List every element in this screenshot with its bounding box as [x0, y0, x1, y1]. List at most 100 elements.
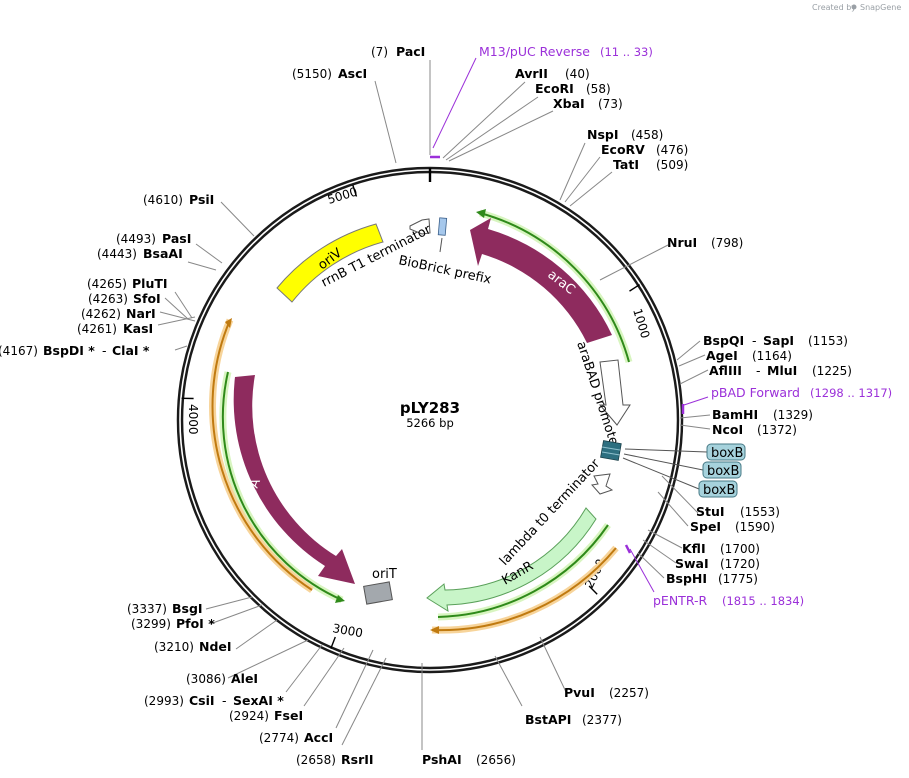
svg-text:BsaAI: BsaAI: [143, 246, 183, 261]
primer-m13-pucreverse: M13/pUC Reverse (11 .. 33): [479, 44, 653, 59]
site-nspi: NspI (458): [587, 127, 663, 142]
svg-text:KasI: KasI: [123, 321, 153, 336]
svg-text:(4263): (4263): [88, 292, 128, 306]
svg-text:(1225): (1225): [812, 364, 852, 378]
orit-feature: [363, 581, 393, 605]
svg-text:SfoI: SfoI: [133, 291, 161, 306]
site-bspdi-clai: (4167) BspDI * - ClaI *: [0, 343, 150, 358]
pentr-primer-leader: [629, 548, 655, 593]
svg-text:BsgI: BsgI: [172, 601, 203, 616]
boxb-leader-1: [624, 448, 708, 453]
svg-text:MluI: MluI: [767, 363, 797, 378]
plasmid-size: 5266 bp: [406, 416, 454, 430]
arac-orf-arrow-icon: [476, 209, 486, 218]
svg-text:(2658): (2658): [296, 753, 336, 767]
svg-text:(1164): (1164): [752, 349, 792, 363]
boxb-box-3: [698, 480, 738, 498]
site-bstapi: BstAPI (2377): [525, 712, 622, 727]
m13-primer-leader: [432, 57, 477, 149]
svg-text:AflIII: AflIII: [709, 363, 742, 378]
arac-orf-arc: [479, 212, 630, 363]
svg-text:NcoI: NcoI: [712, 422, 743, 437]
svg-text:(5150): (5150): [292, 67, 332, 81]
svg-text:NspI: NspI: [587, 127, 619, 142]
site-kfli: KflI (1700): [682, 541, 760, 556]
svg-text:M13/pUC Reverse: M13/pUC Reverse: [479, 44, 590, 59]
svg-text:TatI: TatI: [613, 157, 639, 172]
svg-text:(1775): (1775): [718, 572, 758, 586]
svg-text:NdeI: NdeI: [199, 639, 232, 654]
svg-text:4000: 4000: [186, 404, 200, 435]
svg-text:BspQI: BspQI: [703, 333, 744, 348]
site-xbai: XbaI (73): [553, 96, 623, 111]
credit-brand: SnapGene: [860, 3, 901, 12]
svg-text:(58): (58): [586, 82, 611, 96]
site-bamhi: BamHI (1329): [712, 407, 813, 422]
svg-text:(1553): (1553): [740, 505, 780, 519]
boxb-label-3: boxB: [703, 483, 735, 498]
svg-text:FseI: FseI: [274, 708, 303, 723]
svg-text:(4493): (4493): [116, 232, 156, 246]
orange-orf-arrow-icon-2: [225, 318, 232, 328]
svg-text:EcoRV: EcoRV: [601, 142, 645, 157]
boxb-leader-2: [623, 453, 704, 471]
svg-text:CsiI: CsiI: [189, 693, 215, 708]
svg-text:BamHI: BamHI: [712, 407, 758, 422]
svg-text:(1700): (1700): [720, 542, 760, 556]
site-csii-sexai: (2993) CsiI - SexAI *: [144, 693, 284, 708]
svg-text:PluTI: PluTI: [132, 276, 168, 291]
svg-text:(2993): (2993): [144, 694, 184, 708]
svg-text:AccI: AccI: [304, 730, 333, 745]
svg-text:PacI: PacI: [396, 44, 425, 59]
site-kasi: (4261) KasI: [77, 321, 153, 336]
svg-text:RsrII: RsrII: [341, 752, 374, 767]
svg-text:(1590): (1590): [735, 520, 775, 534]
site-nari: (4262) NarI: [81, 306, 156, 321]
arabad-promoter-feature: [598, 359, 631, 426]
site-pasi: (4493) PasI: [116, 231, 191, 246]
site-acci: (2774) AccI: [259, 730, 333, 745]
snapgene-logo-icon: [851, 4, 857, 10]
svg-text:(1298 .. 1317): (1298 .. 1317): [810, 386, 892, 400]
site-asci: (5150) AscI: [292, 66, 367, 81]
svg-text:ClaI *: ClaI *: [112, 343, 150, 358]
svg-text:(2257): (2257): [609, 686, 649, 700]
svg-text:(4167): (4167): [0, 344, 38, 358]
orange-orf-arrow-icon-1: [430, 626, 439, 634]
boxb-box-2: [702, 461, 742, 479]
trfa-orf-arrow-icon: [335, 595, 345, 603]
site-leaders: [157, 60, 711, 750]
svg-text:(4265): (4265): [87, 277, 127, 291]
lambda-t0-terminator-feature: [591, 473, 614, 495]
site-bsphi: BspHI (1775): [666, 571, 758, 586]
orit-label: oriT: [372, 567, 397, 582]
svg-text:NruI: NruI: [667, 235, 697, 250]
site-bsgi: (3337) BsgI: [127, 601, 203, 616]
pentr-primer-marker: [624, 544, 632, 554]
svg-text:SwaI: SwaI: [675, 556, 709, 571]
trfa-orf-arc: [221, 371, 343, 601]
svg-text:NarI: NarI: [126, 306, 156, 321]
orange-orf-arc-2: [211, 319, 313, 591]
svg-text:(1372): (1372): [757, 423, 797, 437]
svg-text:SexAI *: SexAI *: [233, 693, 284, 708]
boxb-block: [600, 440, 622, 461]
svg-text:KflI: KflI: [682, 541, 706, 556]
svg-text:PshAI: PshAI: [422, 752, 462, 767]
svg-text:(1329): (1329): [773, 408, 813, 422]
svg-text:1000: 1000: [630, 307, 652, 340]
site-bsaai: (4443) BsaAI: [97, 246, 183, 261]
site-spei: SpeI (1590): [690, 519, 775, 534]
oriv-feature: [276, 223, 384, 303]
biobrick-prefix-feature: [437, 217, 448, 236]
svg-text:(3086): (3086): [186, 672, 226, 686]
svg-text:(3337): (3337): [127, 602, 167, 616]
svg-text:pBAD Forward: pBAD Forward: [711, 385, 800, 400]
svg-text:(4261): (4261): [77, 322, 117, 336]
svg-text:(458): (458): [631, 128, 663, 142]
site-stui: StuI (1553): [696, 504, 780, 519]
svg-text:(2924): (2924): [229, 709, 269, 723]
site-pluti: (4265) PluTI: [87, 276, 168, 291]
site-psii: (4610) PsiI: [143, 192, 214, 207]
svg-text:AgeI: AgeI: [706, 348, 738, 363]
